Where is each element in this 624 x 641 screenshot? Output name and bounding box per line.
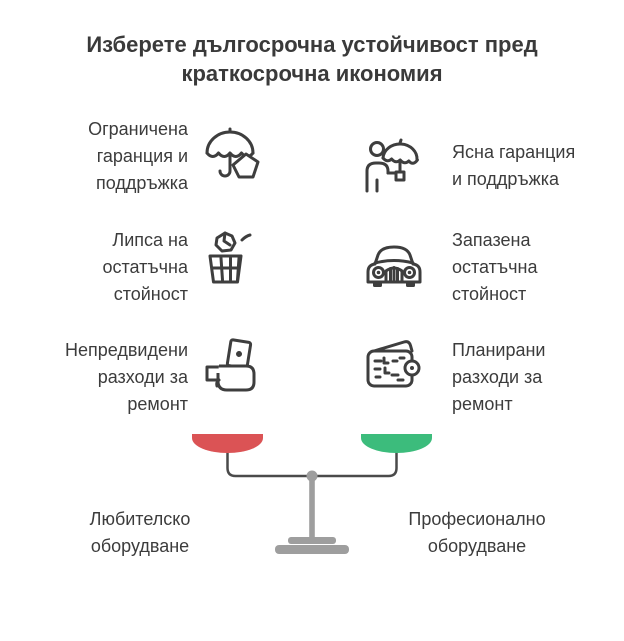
item-label-kept-residual-value: Запазена остатъчна стойност [452,230,538,304]
item-label-clear-warranty: Ясна гаранция и поддръжка [452,142,576,189]
page-title: Изберете дългосрочна устойчивост пред кр… [86,32,538,86]
item-label-planned-repairs: Планирани разходи за ремонт [452,340,546,414]
trash-bin-icon [198,228,262,292]
scale-label-amateur: Любителско оборудване [89,509,191,556]
green-pan [361,434,432,453]
item-label-limited-warranty: Ограничена гаранция и поддръжка [88,119,188,193]
balance-scale [192,434,432,554]
item-label-no-residual-value: Липса на остатъчна стойност [102,230,189,304]
scale-base-top [288,537,336,544]
scale-pole [309,476,315,539]
scale-base-bottom [275,545,349,554]
hand-money-icon [202,336,266,400]
wallet-icon [362,334,426,398]
scale-pivot [306,470,318,482]
person-umbrella-icon [360,134,424,198]
scale-label-professional: Професионално оборудване [408,509,546,556]
item-label-unplanned-repairs: Непредвидени разходи за ремонт [64,340,188,414]
broken-umbrella-tag-icon [200,124,264,188]
red-pan [192,434,263,453]
car-front-icon [362,230,426,294]
